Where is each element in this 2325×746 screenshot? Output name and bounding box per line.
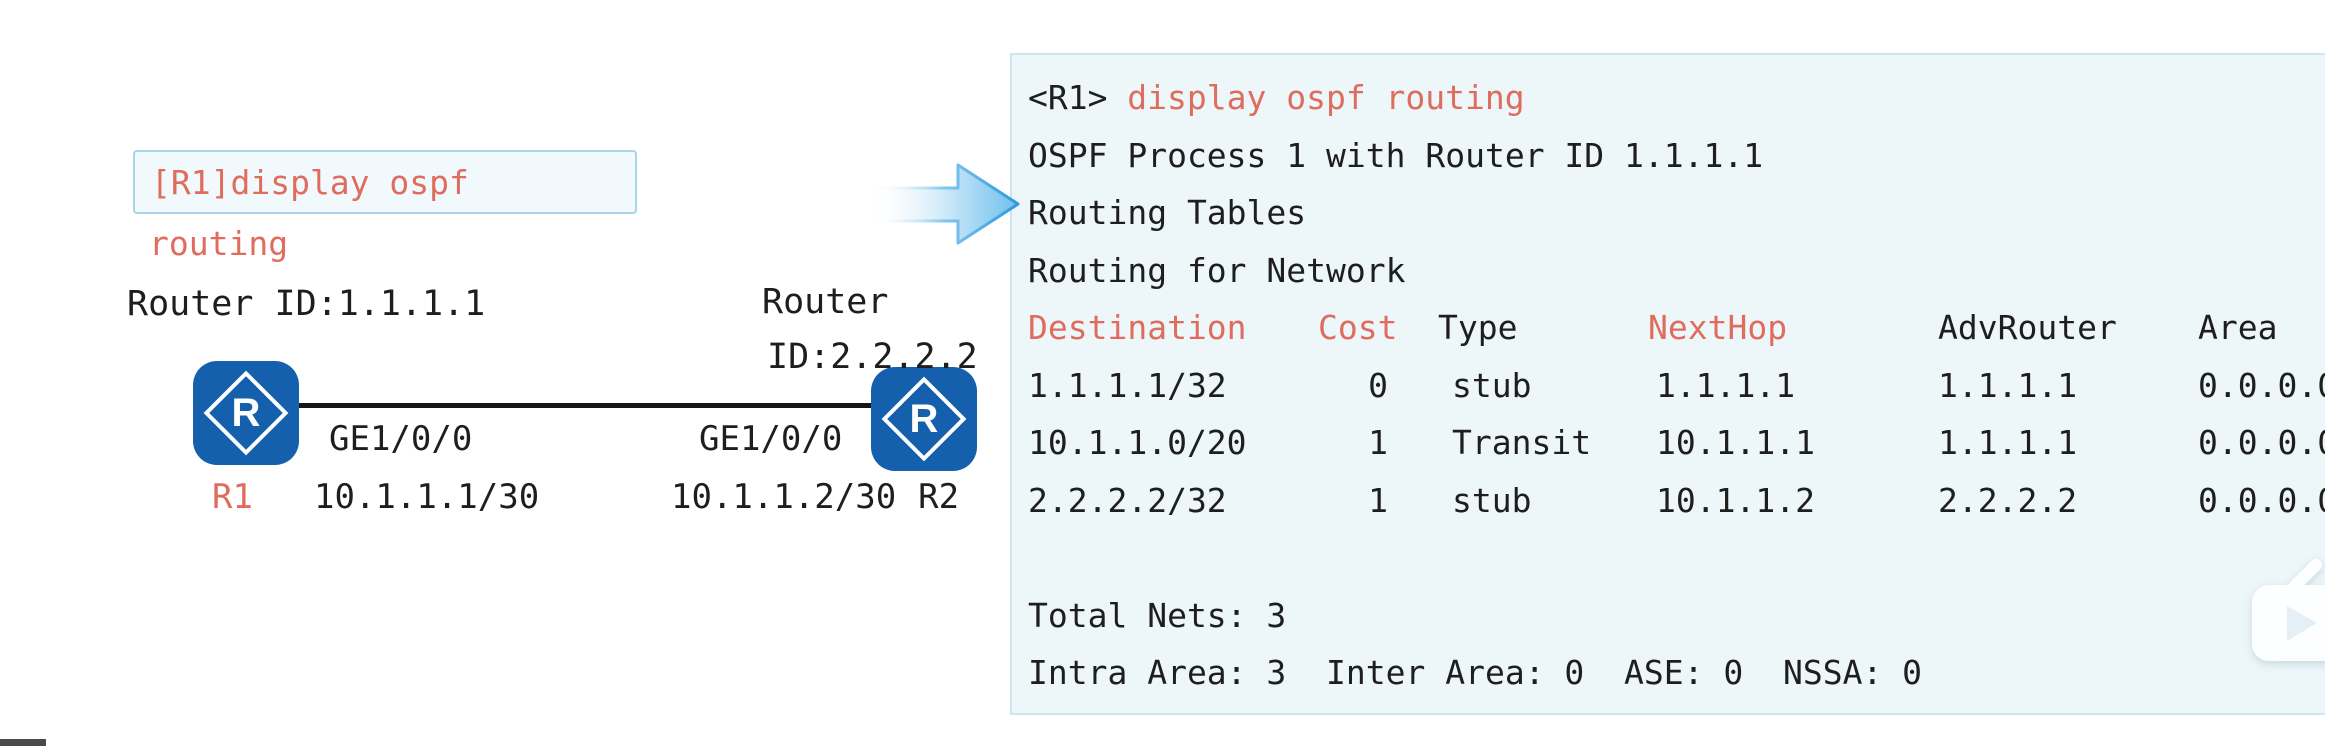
- routing-table-row: 10.1.1.0/20 1 Transit 10.1.1.1 1.1.1.1 0…: [1028, 414, 2325, 472]
- cell-nexthop: 1.1.1.1: [1656, 365, 1796, 405]
- terminal-info-line: Routing Tables: [1028, 193, 1307, 232]
- r2-ip-label: 10.1.1.2/30 R2: [671, 477, 959, 517]
- cell-type: Transit: [1452, 423, 1592, 462]
- terminal-command: display ospf routing: [1127, 78, 1525, 117]
- terminal-prompt: <R1>: [1028, 78, 1108, 117]
- flow-arrow-icon: [871, 163, 1020, 245]
- r2-name-label: R2: [918, 477, 960, 517]
- terminal-output-panel: <R1> display ospf routing OSPF Process 1 …: [1010, 53, 2325, 715]
- r1-interface-label: GE1/0/0: [329, 419, 473, 459]
- cell-advrouter: 2.2.2.2: [1938, 480, 2078, 520]
- routing-table-header-row: Destination Cost Type NextHop AdvRouter …: [1028, 299, 2325, 357]
- terminal-info-line: OSPF Process 1 with Router ID 1.1.1.1: [1028, 135, 1764, 175]
- terminal-prompt-line: <R1> display ospf routing: [1028, 69, 2325, 127]
- link-line: [296, 403, 876, 408]
- cell-advrouter: 1.1.1.1: [1938, 365, 2078, 405]
- area-summary-line: Intra Area: 3 Inter Area: 0 ASE: 0 NSSA:…: [1028, 653, 1923, 692]
- r1-name-label: R1: [212, 477, 253, 517]
- r1-ip-label: 10.1.1.1/30: [314, 477, 540, 517]
- command-callout-text: [R1]display ospf: [151, 162, 469, 202]
- cell-area: 0.0.0.0: [2198, 480, 2325, 520]
- header-area: Area: [2198, 308, 2278, 347]
- header-destination: Destination: [1028, 308, 1247, 347]
- router-icon-letter: R: [909, 397, 939, 441]
- command-callout-box: [R1]display ospf: [133, 150, 637, 214]
- video-play-watermark-icon: [2252, 559, 2325, 661]
- routing-table-row: 1.1.1.1/32 0 stub 1.1.1.1 1.1.1.1 0.0.0.…: [1028, 357, 2325, 415]
- header-type: Type: [1438, 308, 1518, 347]
- cell-type: stub: [1452, 480, 1532, 520]
- total-nets-line: Total Nets: 3: [1028, 595, 1287, 635]
- r1-router-id-label: Router ID:1.1.1.1: [127, 284, 486, 324]
- r2-ip-text: 10.1.1.2/30: [671, 477, 897, 517]
- command-callout-overflow-text: routing: [149, 224, 289, 263]
- terminal-info-line: Routing for Network: [1028, 250, 1406, 290]
- cell-cost: 1: [1368, 423, 1388, 462]
- router-r2-icon: R: [871, 367, 977, 471]
- cell-destination: 10.1.1.0/20: [1028, 423, 1247, 462]
- blank-line: [1028, 529, 2325, 587]
- cell-advrouter: 1.1.1.1: [1938, 423, 2078, 462]
- cell-cost: 0: [1368, 365, 1388, 405]
- cell-cost: 1: [1368, 480, 1388, 520]
- r2-router-id-label-line1: Router: [762, 282, 889, 322]
- cell-type: stub: [1452, 365, 1532, 405]
- r2-interface-label: GE1/0/0: [699, 419, 843, 459]
- r2-router-id-label-line2: ID:2.2.2.2: [767, 337, 978, 377]
- header-advrouter: AdvRouter: [1938, 308, 2117, 347]
- cell-nexthop: 10.1.1.1: [1656, 423, 1815, 462]
- cell-destination: 1.1.1.1/32: [1028, 365, 1227, 405]
- cell-nexthop: 10.1.1.2: [1656, 480, 1815, 520]
- cell-area: 0.0.0.0: [2198, 365, 2325, 405]
- header-nexthop: NextHop: [1648, 308, 1788, 347]
- router-icon-letter: R: [231, 391, 261, 435]
- cell-destination: 2.2.2.2/32: [1028, 480, 1227, 520]
- header-cost: Cost: [1318, 308, 1398, 347]
- router-r1-icon: R: [193, 361, 299, 465]
- routing-table-row: 2.2.2.2/32 1 stub 10.1.1.2 2.2.2.2 0.0.0…: [1028, 472, 2325, 530]
- cell-area: 0.0.0.0: [2198, 423, 2325, 462]
- bottom-left-bar: [0, 739, 46, 746]
